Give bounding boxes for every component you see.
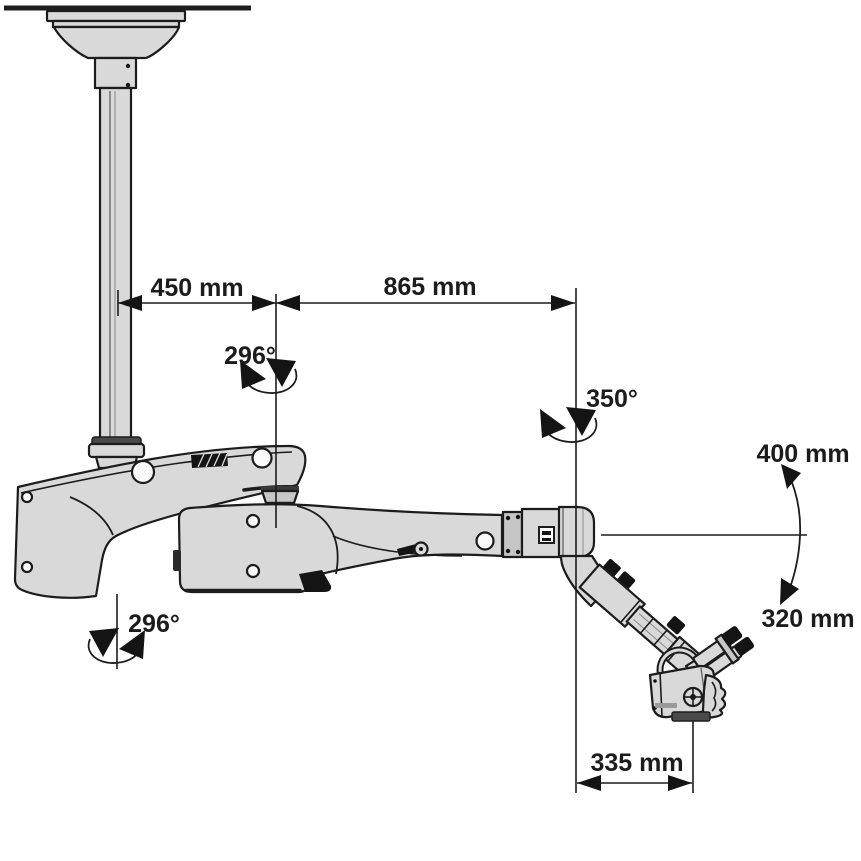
connector-icon — [538, 526, 555, 544]
mount-screw-dot — [125, 82, 131, 88]
support-column — [87, 86, 146, 470]
logo-mark — [655, 703, 677, 708]
upper-arm-fold-line — [69, 496, 114, 536]
arrowhead-up-icon — [781, 464, 801, 489]
dimension-335: 335 mm — [577, 749, 692, 791]
microscope-head — [648, 626, 755, 722]
label-400mm: 400 mm — [756, 440, 849, 468]
eyepiece-cap — [734, 636, 755, 656]
upper-arm-screw-hole — [20, 560, 34, 574]
label-350: 350° — [586, 385, 638, 413]
lower-arm-screw-hole — [245, 563, 261, 579]
label-450mm: 450 mm — [150, 274, 243, 302]
range-arc — [785, 470, 802, 599]
label-296-lower: 296° — [128, 610, 180, 638]
end-joint — [501, 505, 596, 559]
label-320mm: 320 mm — [761, 605, 854, 633]
label-865mm: 865 mm — [383, 273, 476, 301]
eyepiece-cap — [721, 626, 743, 646]
arrowhead-left-icon — [276, 295, 300, 311]
carrying-handle-inner — [658, 648, 699, 679]
rotation-arrowhead-icon — [240, 360, 266, 389]
upper-arm-port — [130, 459, 156, 485]
divider-dot — [515, 514, 521, 520]
rotation-arrowhead-icon — [566, 407, 596, 436]
objective-foot — [671, 711, 711, 722]
dimension-450-865: 450 mm 865 mm — [118, 273, 575, 311]
lower-arm-contour-line — [332, 535, 463, 557]
lower-arm-body — [177, 503, 504, 594]
mount-plate — [45, 9, 187, 23]
rotation-symbol-350: 350° — [540, 385, 638, 443]
rotation-arrowhead-icon — [89, 628, 119, 657]
rotation-symbol-296-upper: 296° — [224, 342, 298, 394]
rotation-arrowhead-icon — [540, 409, 566, 438]
ceiling-mount — [4, 5, 251, 90]
column-collar — [87, 442, 146, 459]
pivot-shadow-band — [261, 486, 299, 491]
arrowhead-left-icon — [577, 775, 601, 791]
head-screw-dot — [653, 679, 657, 683]
arrowhead-right-icon — [252, 295, 276, 311]
mount-cone — [52, 25, 181, 60]
rotation-symbol-296-lower: 296° — [87, 610, 180, 664]
arrowhead-right-icon — [551, 295, 575, 311]
axis-lines — [116, 288, 807, 793]
divider-dot — [515, 549, 521, 555]
eyepiece-ring — [714, 633, 740, 665]
lower-arm-knob — [299, 570, 332, 592]
label-335mm: 335 mm — [590, 749, 683, 777]
vertical-range-arc: 400 mm 320 mm — [756, 440, 854, 633]
arrowhead-left-icon — [118, 295, 142, 311]
rotation-arrowhead-icon — [119, 630, 145, 659]
lower-arm-screw-hole — [245, 513, 261, 529]
focus-knob — [682, 686, 704, 708]
carrier-arm-lower — [173, 503, 504, 594]
clamp-lever — [397, 541, 429, 557]
arrowhead-down-icon — [780, 578, 799, 605]
upper-arm-port — [251, 447, 273, 469]
mount-screw-dot — [125, 63, 131, 69]
tilt-stud — [666, 616, 686, 635]
pivot-block — [260, 489, 300, 505]
side-grip-line — [711, 681, 717, 712]
divider-dot — [505, 515, 511, 521]
mount-block — [93, 56, 138, 90]
vent-grille — [191, 452, 228, 468]
arrowhead-right-icon — [668, 775, 692, 791]
lower-arm-port — [475, 531, 495, 551]
rotation-arrowhead-icon — [266, 358, 296, 387]
lower-arm-boss-line — [296, 505, 339, 575]
label-296-upper: 296° — [224, 342, 276, 370]
head-body-line — [659, 671, 663, 717]
divider-dot — [505, 548, 511, 554]
upper-arm-screw-hole — [20, 490, 34, 504]
binocular-tubes — [692, 626, 755, 678]
carrier-arm-upper — [13, 444, 307, 599]
lower-arm-tab — [173, 550, 181, 571]
